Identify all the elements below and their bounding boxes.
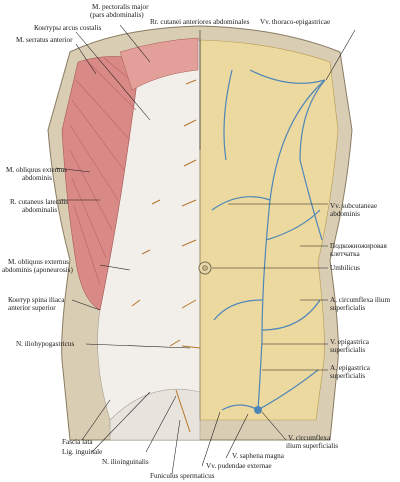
label-v-saphena: V. saphena magna — [232, 452, 284, 460]
fiber — [71, 177, 107, 259]
subcutaneous-fat — [199, 39, 339, 421]
label-m-obliquus-apo-1: M. obliquus externus — [8, 258, 69, 266]
label-podkozhnaya-1: Подкожножировая — [330, 242, 387, 250]
label-kontur-spina-2: anterior superior — [8, 304, 56, 312]
leader — [99, 264, 131, 271]
leader — [261, 411, 287, 441]
label-m-obliquus-ext-1: M. obliquus externus — [6, 166, 67, 174]
leader — [75, 43, 97, 75]
vein — [299, 159, 323, 241]
label-lig-inguinale: Lig. inguinale — [62, 448, 103, 456]
vein — [211, 196, 271, 211]
leader — [85, 343, 191, 349]
vein — [299, 79, 326, 161]
cutaneous-nerves — [131, 79, 201, 433]
label-m-obliquus-ext-2: abdominis — [22, 174, 52, 182]
nerve — [183, 119, 197, 127]
label-m-obliquus-apo-2: abdominis (aponeurosis) — [2, 266, 73, 274]
nerve — [141, 249, 151, 255]
label-vv-thoraco-epigastricae: Vv. thoraco-epigastricae — [260, 18, 331, 26]
nerve — [181, 239, 197, 247]
label-v-epigastrica-2: superficialis — [330, 346, 366, 354]
leader — [325, 29, 356, 81]
nerve — [151, 199, 161, 205]
label-r-cutaneus-lat-1: R. cutaneus lateralis — [10, 198, 69, 206]
label-pectoralis-2: (pars abdominalis) — [90, 11, 144, 19]
label-vv-subcutaneae-2: abdominis — [330, 210, 360, 218]
label-podkozhnaya-2: клетчатка — [330, 250, 360, 258]
nerve — [175, 389, 191, 433]
leader — [119, 24, 151, 63]
label-umbilicus: Umbilicus — [330, 264, 360, 272]
leader — [91, 391, 151, 453]
label-fascia-lata: Fascia lata — [62, 438, 93, 446]
label-a-epigastrica-2: superficialis — [330, 372, 366, 380]
label-n-ilioinguinalis: N. ilioinguinalis — [102, 458, 149, 466]
label-a-epigastrica-1: A. epigastrica — [330, 364, 370, 372]
label-pectoralis-1: M. pectoralis major — [92, 3, 149, 11]
nerve — [185, 79, 197, 85]
nerve — [131, 299, 141, 307]
fiber — [69, 149, 113, 231]
fiber — [75, 79, 131, 141]
nerve — [181, 199, 197, 207]
vein — [223, 69, 233, 161]
leader — [145, 395, 177, 453]
thoraco-epigastric-vein — [257, 79, 326, 411]
leader — [201, 411, 221, 467]
superficial-veins — [211, 69, 326, 411]
vein — [249, 69, 326, 84]
fiber — [73, 205, 101, 286]
label-vv-subcutaneae-1: Vv. subcutaneae — [330, 202, 378, 210]
vein — [265, 209, 321, 241]
label-kontur-spina-1: Контур spina iliaca — [8, 296, 65, 304]
vein — [257, 369, 319, 411]
leader — [75, 31, 151, 121]
label-m-serratus: M. serratus anterior — [16, 36, 73, 44]
muscle-fibers — [69, 57, 139, 286]
label-rr-cutanei-anteriores: Rr. cutanei anteriores abdominales — [150, 18, 250, 26]
fiber — [69, 124, 119, 201]
leader-lines — [55, 24, 356, 475]
label-a-circumflexa-1: A. circumflexa ilium — [330, 296, 391, 304]
umbilicus-icon — [198, 261, 212, 275]
nerve — [169, 339, 181, 347]
pectoralis-major — [119, 37, 199, 91]
fiber — [71, 99, 125, 171]
label-kontury-arcus: Контуры arcus costalis — [34, 24, 102, 32]
nerve — [181, 345, 201, 349]
leader — [171, 419, 181, 475]
label-a-circumflexa-2: superficialis — [330, 304, 366, 312]
umbilicus-inner — [202, 265, 208, 271]
nerve — [181, 299, 197, 309]
saphenous-junction — [254, 406, 262, 414]
label-v-circumflexa-1: V. circumflexa — [288, 434, 331, 442]
vein — [213, 299, 263, 321]
leader — [225, 413, 249, 459]
leader — [55, 167, 91, 173]
label-n-iliohypogastricus: N. iliohypogastricus — [16, 340, 75, 348]
leader — [71, 299, 101, 311]
nerve — [183, 159, 197, 167]
leader — [81, 399, 111, 441]
label-v-epigastrica-1: V. epigastrica — [330, 338, 369, 346]
label-v-circumflexa-2: ilium superficialis — [286, 442, 339, 450]
label-r-cutaneus-lat-2: abdominalis — [22, 206, 58, 214]
label-funiculus: Funiculus spermaticus — [150, 472, 215, 480]
vein — [261, 299, 321, 331]
label-vv-pudendae: Vv. pudendae externae — [206, 462, 272, 470]
fiber — [89, 63, 137, 111]
